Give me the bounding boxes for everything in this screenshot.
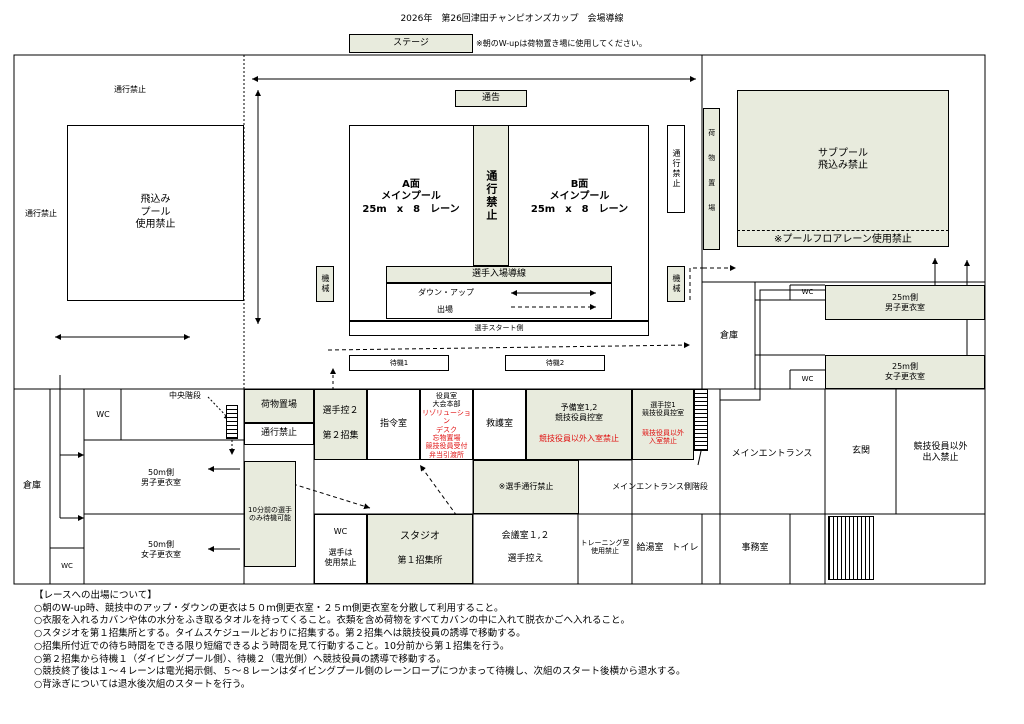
officials-room [420, 389, 473, 460]
luggage-vertical: 荷物置場 [703, 108, 720, 250]
luggage-no-entry: 通行禁止 [244, 423, 314, 445]
main-entrance-stairs-icon [694, 389, 708, 451]
women-locker-50: 50m側 女子更衣室 [141, 540, 181, 559]
machine-left-label: 機械 [321, 274, 330, 294]
no-entry-except-officials: 競技役員以外 出入禁止 [913, 441, 968, 463]
note-item-3: ○スタジオを第１招集所とする。タイムスケジュールどおりに招集する。第２招集へは競… [34, 628, 526, 640]
player-room-2 [314, 389, 367, 460]
studio-label: スタジオ [400, 530, 440, 542]
entrance-mat [828, 516, 874, 580]
player-room-1 [632, 389, 694, 460]
men-locker-25: 25m側 男子更衣室 [825, 285, 985, 320]
no-entry-top-left: 通行禁止 [114, 85, 146, 94]
diving-pool: 飛込み プール 使用禁止 [67, 125, 244, 301]
toilet: トイレ [671, 543, 699, 554]
machine-right-label: 機械 [672, 274, 681, 294]
officials-desk-notes: リゾリューション デスク 忘物置場 競技役員受付 弁当引渡所 [422, 408, 471, 459]
luggage-area: 荷物置場 [244, 389, 314, 423]
storage-right: 倉庫 [719, 331, 738, 342]
down-up-label: ダウン・アップ [418, 288, 474, 297]
player-room-1-warning: 競技役員以外 入室禁止 [642, 428, 684, 445]
notice-board: 通告 [455, 90, 527, 107]
central-stairs-label: 中央階段 [169, 391, 201, 400]
wait-1: 待機1 [349, 355, 449, 371]
wc-small: WC [61, 561, 73, 570]
center-no-entry: 通行禁止 [473, 125, 509, 266]
entry-route-area [386, 283, 612, 319]
meeting-room-note: 選手控え [507, 554, 544, 565]
wc-women-25: WC [801, 375, 814, 384]
command-room: 指令室 [367, 389, 420, 460]
luggage-vertical-label: 荷物置場 [707, 129, 716, 229]
entry-route: 選手入場導線 [386, 266, 612, 283]
wc-bottom [314, 514, 367, 584]
women-locker-25: 25m側 女子更衣室 [825, 355, 985, 389]
wc-bottom-label: WC [333, 527, 348, 536]
player-room-1-label: 選手控1 競技役員控室 [642, 400, 684, 417]
notes: 【レースへの出場について】 ○朝のW-up時、競技中のアップ・ダウンの更衣は５０… [34, 590, 994, 692]
note-item-4: ○招集所付近での待ち時間をできる限り短縮できるよう時間を見て行動すること。10分… [34, 640, 510, 652]
sub-pool-divider [737, 230, 949, 231]
note-item-2: ○衣服を入れるカバンや体の水分をふき取るタオルを持ってくること。衣類を含め荷物を… [34, 615, 630, 627]
right-no-entry-label: 通行禁止 [672, 149, 681, 189]
reserve-room-label: 予備室1,2 競技役員控室 [555, 403, 603, 422]
training-room: トレーニング室 使用禁止 [580, 538, 630, 555]
sub-pool [737, 90, 949, 247]
waiting-10min: 10分前の選手 のみ待機可能 [244, 461, 296, 567]
kitchen: 給湯室 [636, 543, 664, 554]
right-no-entry: 通行禁止 [667, 125, 685, 213]
studio [367, 514, 473, 584]
note-item-7: ○背泳ぎについては退水後次組のスタートを行う。 [34, 678, 251, 690]
machine-left: 機械 [316, 266, 334, 302]
center-no-entry-label: 通行禁止 [484, 169, 498, 222]
meeting-room: 会議室１,２ [501, 531, 550, 542]
players-no-passing: ※選手通行禁止 [473, 460, 579, 514]
hall: 玄関 [851, 446, 870, 457]
main-entrance-stairs: メインエントランス側階段 [612, 482, 708, 491]
main-entrance: メインエントランス [731, 449, 813, 460]
office: 事務室 [741, 543, 769, 554]
notes-heading: 【レースへの出場について】 [34, 590, 157, 601]
call-1-label: 第１招集所 [397, 556, 443, 567]
sub-pool-note: ※プールフロアレーン使用禁止 [774, 233, 912, 245]
officials-hq: 役員室 大会本部 [432, 391, 461, 408]
call-2-label: 第２招集 [322, 431, 359, 442]
wait-2: 待機2 [505, 355, 605, 371]
sub-pool-label: サブプール 飛込み禁止 [818, 147, 868, 172]
pool-a: A面 メインプール 25m x 8 レーン [362, 178, 460, 215]
wc-bottom-note: 選手は 使用禁止 [324, 548, 357, 567]
wc-men-25: WC [801, 288, 814, 297]
reserve-room-warning: 競技役員以外入室禁止 [539, 434, 619, 443]
pool-b: B面 メインプール 25m x 8 レーン [530, 178, 629, 215]
note-item-5: ○第２招集から待機１（ダイビングプール側）、待機２（電光側）へ競技役員の誘導で移… [34, 653, 447, 665]
machine-right: 機械 [667, 266, 685, 302]
central-stairs [226, 405, 238, 439]
reserve-room [526, 389, 632, 460]
note-item-6: ○競技終了後は１～４レーンは電光掲示側、５～８レーンはダイビングプール側のレーン… [34, 666, 686, 678]
player-room-2-label: 選手控２ [322, 406, 359, 417]
exit-label: 出場 [437, 305, 453, 314]
page-title: 2026年 第26回津田チャンピオンズカップ 会場導線 [400, 14, 624, 25]
first-aid-room: 救護室 [473, 389, 526, 460]
men-locker-50: 50m側 男子更衣室 [141, 468, 181, 487]
storage-left: 倉庫 [22, 481, 41, 492]
wc-left: WC [96, 410, 110, 419]
no-entry-left: 通行禁止 [25, 209, 57, 218]
stage-note: ※朝のW-upは荷物置き場に使用してください。 [476, 39, 647, 48]
stage: ステージ [349, 34, 473, 53]
start-side: 選手スタート側 [349, 321, 649, 336]
note-item-1: ○朝のW-up時、競技中のアップ・ダウンの更衣は５０ｍ側更衣室・２５ｍ側更衣室を… [34, 602, 504, 614]
